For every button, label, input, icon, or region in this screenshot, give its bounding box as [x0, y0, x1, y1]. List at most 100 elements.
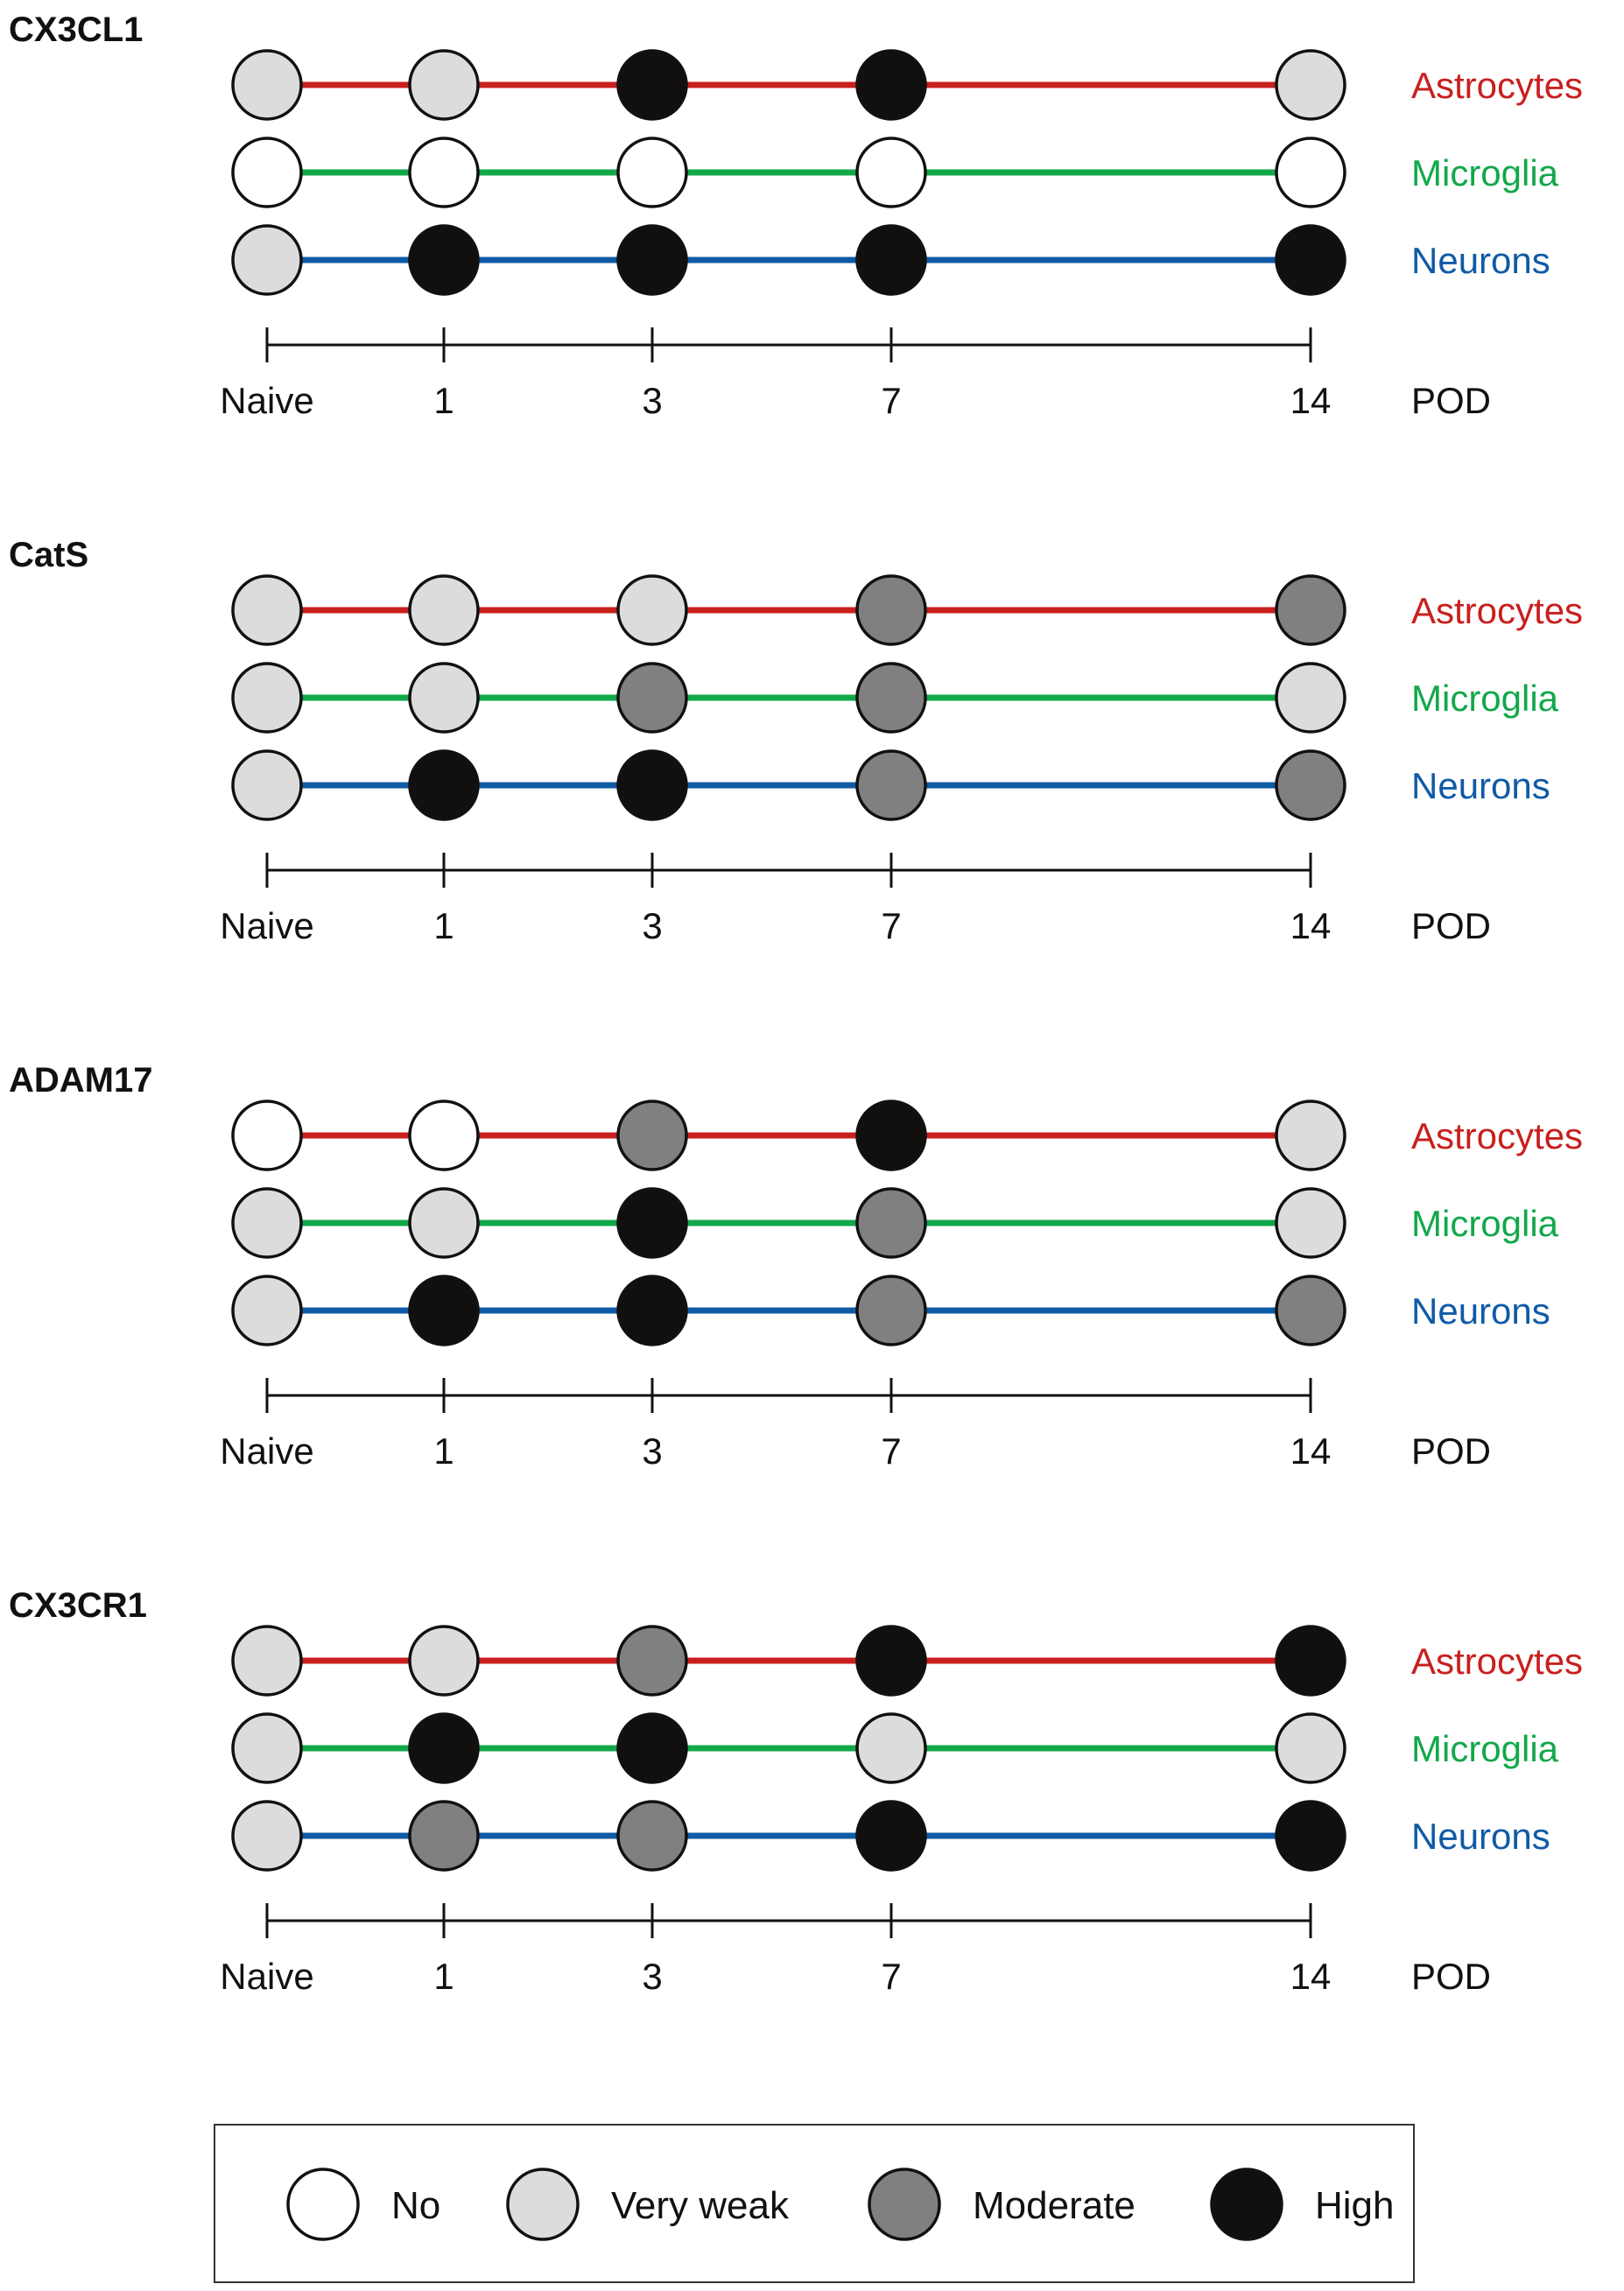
row-microglia: Microglia — [231, 1712, 1559, 1784]
level-marker-high — [616, 749, 688, 821]
cell-type-label: Astrocytes — [1411, 1641, 1583, 1682]
tick-label: 14 — [1290, 905, 1332, 946]
level-marker-very-weak — [1275, 1712, 1346, 1784]
axis-unit-label: POD — [1411, 380, 1491, 421]
level-marker-moderate — [855, 1187, 927, 1259]
legend-item-high: High — [1210, 2168, 1395, 2241]
level-marker-very-weak — [408, 1625, 480, 1697]
level-marker-high — [855, 1800, 927, 1872]
tick-label: 14 — [1290, 1956, 1332, 1997]
legend-swatch — [286, 2168, 360, 2241]
level-marker-very-weak — [1275, 662, 1346, 734]
panel-title: CX3CL1 — [9, 11, 143, 49]
level-marker-high — [855, 49, 927, 121]
cell-type-label: Neurons — [1411, 1290, 1550, 1332]
cell-type-label: Neurons — [1411, 765, 1550, 806]
cell-type-label: Microglia — [1411, 678, 1559, 719]
level-marker-high — [616, 1712, 688, 1784]
level-marker-no — [408, 137, 480, 208]
level-marker-moderate — [1275, 749, 1346, 821]
tick-label: 7 — [881, 380, 901, 421]
cell-type-label: Microglia — [1411, 1203, 1559, 1244]
level-marker-very-weak — [408, 49, 480, 121]
level-marker-very-weak — [231, 49, 303, 121]
row-astrocytes: Astrocytes — [231, 49, 1583, 121]
level-marker-very-weak — [408, 574, 480, 646]
panel-title: CX3CR1 — [9, 1586, 147, 1625]
level-marker-no — [408, 1100, 480, 1171]
tick-label: Naive — [220, 380, 313, 421]
panel-title: ADAM17 — [9, 1061, 152, 1100]
row-microglia: Microglia — [231, 137, 1559, 208]
axis-unit-label: POD — [1411, 905, 1491, 946]
row-neurons: Neurons — [231, 224, 1550, 296]
level-marker-high — [1275, 224, 1346, 296]
level-marker-high — [1275, 1800, 1346, 1872]
cell-type-label: Neurons — [1411, 240, 1550, 281]
level-marker-very-weak — [616, 574, 688, 646]
legend-item-very-weak: Very weak — [506, 2168, 790, 2241]
level-marker-moderate — [616, 1800, 688, 1872]
tick-label: 14 — [1290, 380, 1332, 421]
level-marker-very-weak — [231, 574, 303, 646]
level-marker-moderate — [616, 1100, 688, 1171]
tick-label: 7 — [881, 905, 901, 946]
tick-label: 1 — [433, 1956, 453, 1997]
level-marker-high — [408, 1275, 480, 1346]
legend-item-no: No — [286, 2168, 440, 2241]
tick-label: 3 — [642, 1956, 662, 1997]
level-marker-moderate — [855, 574, 927, 646]
tick-label: Naive — [220, 1956, 313, 1997]
legend-swatch — [1210, 2168, 1283, 2241]
row-astrocytes: Astrocytes — [231, 1625, 1583, 1697]
row-microglia: Microglia — [231, 662, 1559, 734]
tick-label: Naive — [220, 1430, 313, 1472]
level-marker-moderate — [616, 1625, 688, 1697]
tick-label: 1 — [433, 1430, 453, 1472]
cell-type-label: Astrocytes — [1411, 65, 1583, 106]
level-marker-very-weak — [231, 1800, 303, 1872]
level-marker-moderate — [1275, 1275, 1346, 1346]
level-marker-high — [1275, 1625, 1346, 1697]
level-marker-high — [408, 224, 480, 296]
row-astrocytes: Astrocytes — [231, 1100, 1583, 1171]
level-marker-very-weak — [231, 1275, 303, 1346]
level-marker-high — [408, 749, 480, 821]
cell-type-label: Astrocytes — [1411, 590, 1583, 631]
row-neurons: Neurons — [231, 1275, 1550, 1346]
level-marker-high — [408, 1712, 480, 1784]
legend-label: Moderate — [973, 2184, 1135, 2227]
level-marker-no — [1275, 137, 1346, 208]
level-marker-no — [231, 137, 303, 208]
legend-swatch — [868, 2168, 941, 2241]
level-marker-very-weak — [231, 224, 303, 296]
level-marker-high — [616, 1187, 688, 1259]
legend-label: Very weak — [611, 2184, 790, 2227]
row-neurons: Neurons — [231, 1800, 1550, 1872]
level-marker-moderate — [616, 662, 688, 734]
tick-label: 14 — [1290, 1430, 1332, 1472]
level-marker-moderate — [408, 1800, 480, 1872]
row-microglia: Microglia — [231, 1187, 1559, 1259]
level-marker-very-weak — [231, 749, 303, 821]
level-marker-very-weak — [231, 1187, 303, 1259]
level-marker-very-weak — [1275, 1100, 1346, 1171]
level-marker-very-weak — [231, 1625, 303, 1697]
level-marker-high — [616, 1275, 688, 1346]
level-marker-high — [855, 1625, 927, 1697]
legend: No Very weak Moderate High — [214, 2124, 1415, 2283]
level-marker-very-weak — [855, 1712, 927, 1784]
tick-label: 1 — [433, 380, 453, 421]
row-astrocytes: Astrocytes — [231, 574, 1583, 646]
level-marker-moderate — [855, 749, 927, 821]
cell-type-label: Astrocytes — [1411, 1115, 1583, 1156]
level-marker-very-weak — [408, 1187, 480, 1259]
